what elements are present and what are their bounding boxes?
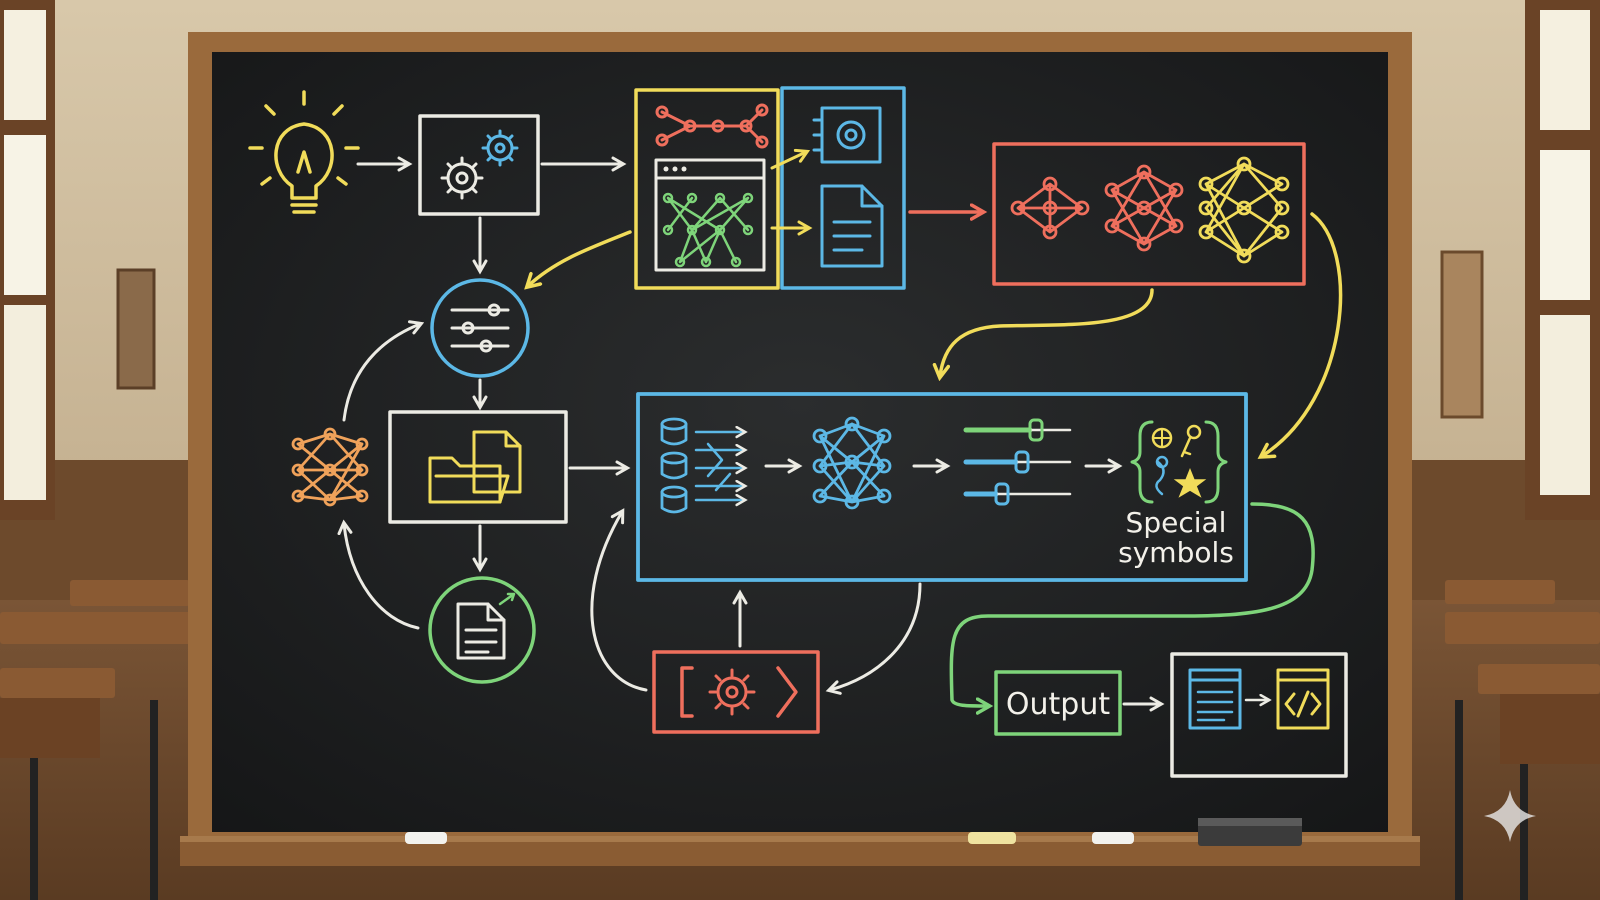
key-icon [1180, 424, 1202, 458]
output-box: Output [994, 670, 1122, 736]
folder-box [388, 410, 568, 524]
special-symbols-icon [1130, 420, 1228, 504]
document-icon [428, 576, 536, 684]
result-box [1170, 652, 1348, 778]
arrow-loop-up [342, 320, 425, 422]
sliders-icon [963, 418, 1072, 506]
network-window-box [634, 86, 906, 290]
network-icon [655, 103, 769, 149]
network-icon [1198, 156, 1290, 264]
document-icon [820, 184, 884, 268]
gears-icon [440, 129, 519, 200]
arrow-symbols-to-output [949, 502, 1315, 715]
network-icon [1010, 176, 1090, 240]
chalk-piece-yellow[interactable] [968, 832, 1016, 844]
browser-window-icon [654, 158, 766, 272]
network-icon [1104, 164, 1184, 252]
desks [0, 580, 1600, 900]
chalk-piece-white[interactable] [405, 832, 447, 844]
output-label: Output [1006, 687, 1110, 722]
arrow-networks-to-symbols [1257, 212, 1343, 459]
wall-picture-right [1440, 250, 1484, 419]
arrow-networks-to-pipeline [932, 288, 1154, 382]
gear-icon [708, 668, 756, 716]
arrow-code-back-to-pipeline [590, 508, 648, 692]
folder-icon [428, 430, 522, 504]
star-icon [1173, 467, 1207, 498]
network-icon [291, 427, 369, 507]
chalk-piece-white-2[interactable] [1092, 832, 1134, 844]
right-window [1525, 0, 1600, 520]
pipeline-box: Special symbols [636, 392, 1248, 582]
sliders-icon [430, 278, 530, 378]
sparkle-icon [1484, 790, 1536, 842]
special-symbols-label-line2: symbols [1118, 536, 1234, 569]
lightbulb-icon [248, 90, 360, 214]
arrow-back-to-sliders [524, 230, 632, 290]
database-icon [660, 417, 688, 514]
code-icon [1276, 668, 1330, 730]
wall-picture-left [116, 268, 156, 390]
arrow-loop-down [337, 519, 420, 630]
gears-box [418, 114, 540, 216]
left-window [0, 0, 55, 520]
chip-icon [812, 106, 882, 164]
network-icon [812, 416, 892, 510]
board-surface [212, 52, 1388, 832]
browser-window-icon [1188, 668, 1242, 730]
special-symbols-label-line1: Special [1126, 506, 1227, 539]
code-config-box [652, 650, 820, 734]
arrow-pipeline-to-code [825, 582, 922, 695]
code-icon [680, 666, 798, 718]
neural-networks-box [992, 142, 1306, 286]
